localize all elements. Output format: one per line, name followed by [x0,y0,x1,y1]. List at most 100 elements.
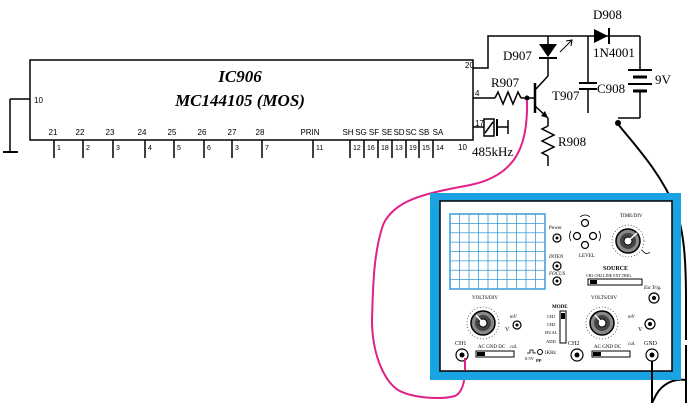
focus-knob[interactable] [552,276,562,286]
ic-bottom-pin-label: 18 [381,145,389,152]
ic-pin-20-label: 20 [465,61,474,70]
r908-label: R908 [558,134,586,149]
ic-top-pin-label: SB [419,128,430,137]
ch1-coupling-switch[interactable] [475,350,515,358]
mode-label: MODE [552,305,568,310]
r908-resistor [540,125,556,157]
ext-trig-label: Ext Trig. [643,286,662,291]
focus-label: FOCUS [548,272,566,277]
ic-bottom-pin-label: 3 [235,145,239,152]
ch2-coupling-switch[interactable] [591,350,631,358]
ch2-label: CH2 [568,341,579,347]
source-switch[interactable] [587,278,643,286]
ch2-volts-div-knob[interactable] [585,306,619,340]
cal-amplitude: 0.5V [525,356,535,361]
ic-bottom-pin-label: 1 [57,145,61,152]
d907-label: D907 [503,48,532,63]
ic-bottom-pin-label: 5 [177,145,181,152]
crystal-frequency-label: 485kHz [472,144,513,159]
ch1-volts-div-knob[interactable] [466,306,500,340]
led-light-arrow [559,39,573,53]
ic-bottom-pin-label: 13 [395,145,403,152]
source-options: CH1 CH2 LINE EXT.TRIG. [586,273,632,278]
ic-bottom-pin-label: 19 [409,145,417,152]
ic-top-pin-label: PRIN [300,128,319,137]
d908-label: D908 [593,7,622,22]
inten-knob[interactable] [552,261,562,271]
d908-diode [594,29,608,43]
ic-pin-10-label: 10 [458,143,467,152]
ext-trig-connector[interactable] [648,292,660,304]
battery-voltage-label: 9V [655,72,672,87]
ic-top-pin-label: 28 [256,128,265,137]
ch2-position-knob[interactable] [644,318,656,330]
ic-top-pin-label: SH [342,128,353,137]
ic-top-pin-label: SF [369,128,379,137]
d908-part-label: 1N4001 [593,45,635,60]
ch1-volts-div-label: VOLTS/DIV [472,296,498,301]
position-knobs[interactable] [569,214,601,250]
ch1-label: CH1 [455,341,466,347]
probe-node [524,95,530,101]
ch2-cal-label: cal. [628,342,635,347]
mode-switch[interactable] [559,310,567,344]
ch2-coupling-label: AC GND DC [594,345,622,350]
cal-pp: PP [536,358,542,363]
ic-top-pin-label: 23 [106,128,115,137]
source-label: SOURCE [603,266,628,272]
ic-pin-4-label: 4 [475,89,480,98]
ch2-mv-label: mV [628,315,636,320]
level-label: LEVEL [579,254,595,259]
time-div-label: TIME/DIV [620,214,643,219]
ch1-input-connector[interactable] [455,348,469,362]
ic-top-pin-label: 21 [49,128,58,137]
power-button[interactable] [552,233,562,243]
r907-label: R907 [491,75,520,90]
gnd-label: GND [644,341,658,347]
ic-pin-17-label: 17 [475,119,484,128]
power-label: Power [549,226,562,231]
ic-bottom-pin-label: 3 [116,145,120,152]
ic-bottom-pin-label: 14 [436,145,444,152]
ic-name: IC906 [217,67,262,86]
ic-top-pin-label: 26 [198,128,207,137]
gnd-terminal[interactable] [645,348,659,362]
ch1-position-knob[interactable] [512,320,522,330]
ch1-coupling-label: AC GND DC [478,345,506,350]
ic-bottom-pin-label: 2 [86,145,90,152]
ch1-probe-wire [370,99,529,399]
d907-led [539,44,557,57]
scope-screen-grid [450,214,545,289]
ic-top-pin-label: SE [382,128,393,137]
mode-ch1: CH1 [547,314,556,319]
cal-frequency: 1KHz [544,351,557,356]
ic-top-pin-label: 25 [168,128,177,137]
oscilloscope: Power INTEN FOCUS LEVEL TIME/DIV [430,193,681,380]
ic-top-pin-label: SD [393,128,404,137]
cal-terminal[interactable] [537,349,543,355]
ic-bottom-pin-label: 16 [367,145,375,152]
ic-part: MC144105 (MOS) [174,91,305,110]
ch2-v-label: V [638,327,643,333]
time-div-knob[interactable] [611,224,651,258]
t907-label: T907 [552,88,580,103]
ic-bottom-pin-label: 7 [265,145,269,152]
ch1-v-label: V [505,327,510,333]
mode-ch2: CH2 [547,322,556,327]
ic-bottom-pin-label: 4 [148,145,152,152]
ic-pin-left-label: 10 [34,96,43,105]
ic-top-pin-label: 27 [228,128,237,137]
ic-top-pin-label: 24 [138,128,147,137]
inten-label: INTEN [548,255,564,260]
mode-add: ADD [546,339,556,344]
ch2-input-connector[interactable] [570,348,584,362]
ch1-mv-label: mV [510,315,518,320]
ic-bottom-pin-label: 6 [207,145,211,152]
r907-resistor [494,90,522,106]
ic-top-pin-label: SG [355,128,367,137]
ch1-cal-label: cal. [510,345,517,350]
